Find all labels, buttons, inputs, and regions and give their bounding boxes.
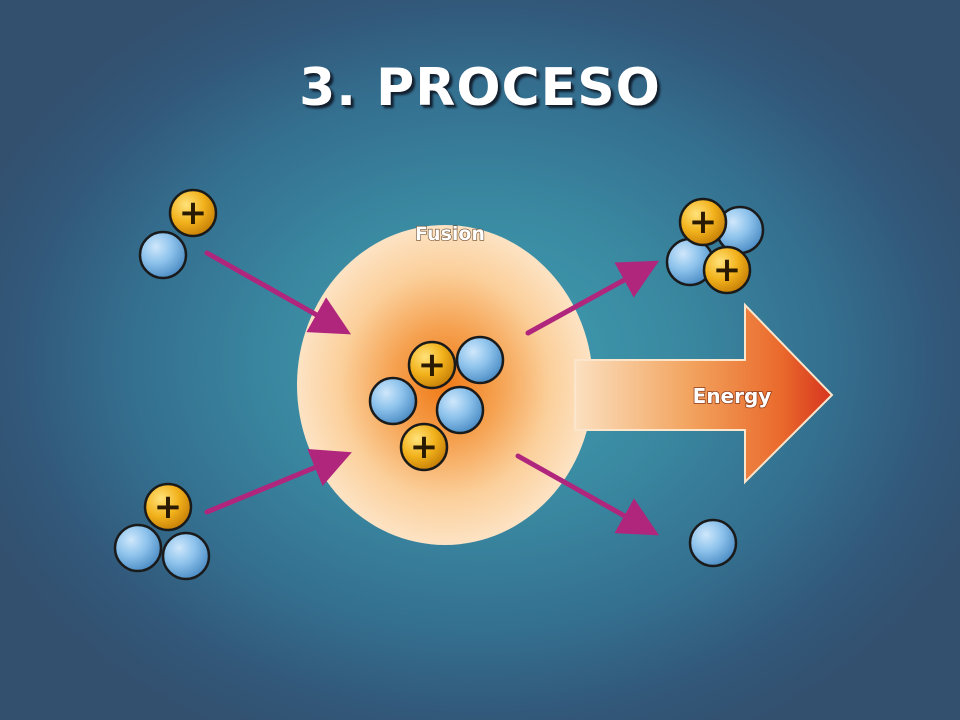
energy-arrow: Energy [574, 302, 834, 485]
free-neutron-neutron-particle-icon [688, 518, 738, 568]
proton-plus-sign: + [689, 202, 718, 242]
tritium-neutron-particle-icon [161, 531, 211, 581]
fused-nucleus-neutron-particle-icon [368, 376, 418, 426]
arrow-input-top [204, 250, 352, 335]
energy-label: Energy [693, 384, 772, 408]
fused-nucleus-proton-particle-icon: + [399, 422, 449, 472]
deuterium-neutron-particle-icon [138, 230, 188, 280]
helium-proton-particle-icon: + [702, 245, 752, 295]
proton-plus-sign: + [179, 193, 208, 233]
proton-plus-sign: + [410, 427, 439, 467]
fused-nucleus-neutron-particle-icon [435, 385, 485, 435]
helium-proton-particle-icon: + [678, 197, 728, 247]
tritium-proton-particle-icon: + [143, 482, 193, 532]
tritium-neutron-particle-icon [113, 523, 163, 573]
fusion-label: Fusion [415, 223, 485, 245]
proton-plus-sign: + [713, 250, 742, 290]
fused-nucleus-neutron-particle-icon [455, 335, 505, 385]
proton-plus-sign: + [418, 345, 447, 385]
arrow-output-top [525, 260, 660, 336]
arrow-input-bottom [204, 449, 352, 515]
reaction-arrows [204, 250, 660, 536]
fused-nucleus-proton-particle-icon: + [407, 340, 457, 390]
particles: + + + + + + [113, 188, 765, 581]
arrow-output-bottom [515, 453, 660, 536]
deuterium-proton-particle-icon: + [168, 188, 218, 238]
slide-title: 3. PROCESO [299, 58, 661, 118]
proton-plus-sign: + [154, 487, 183, 527]
